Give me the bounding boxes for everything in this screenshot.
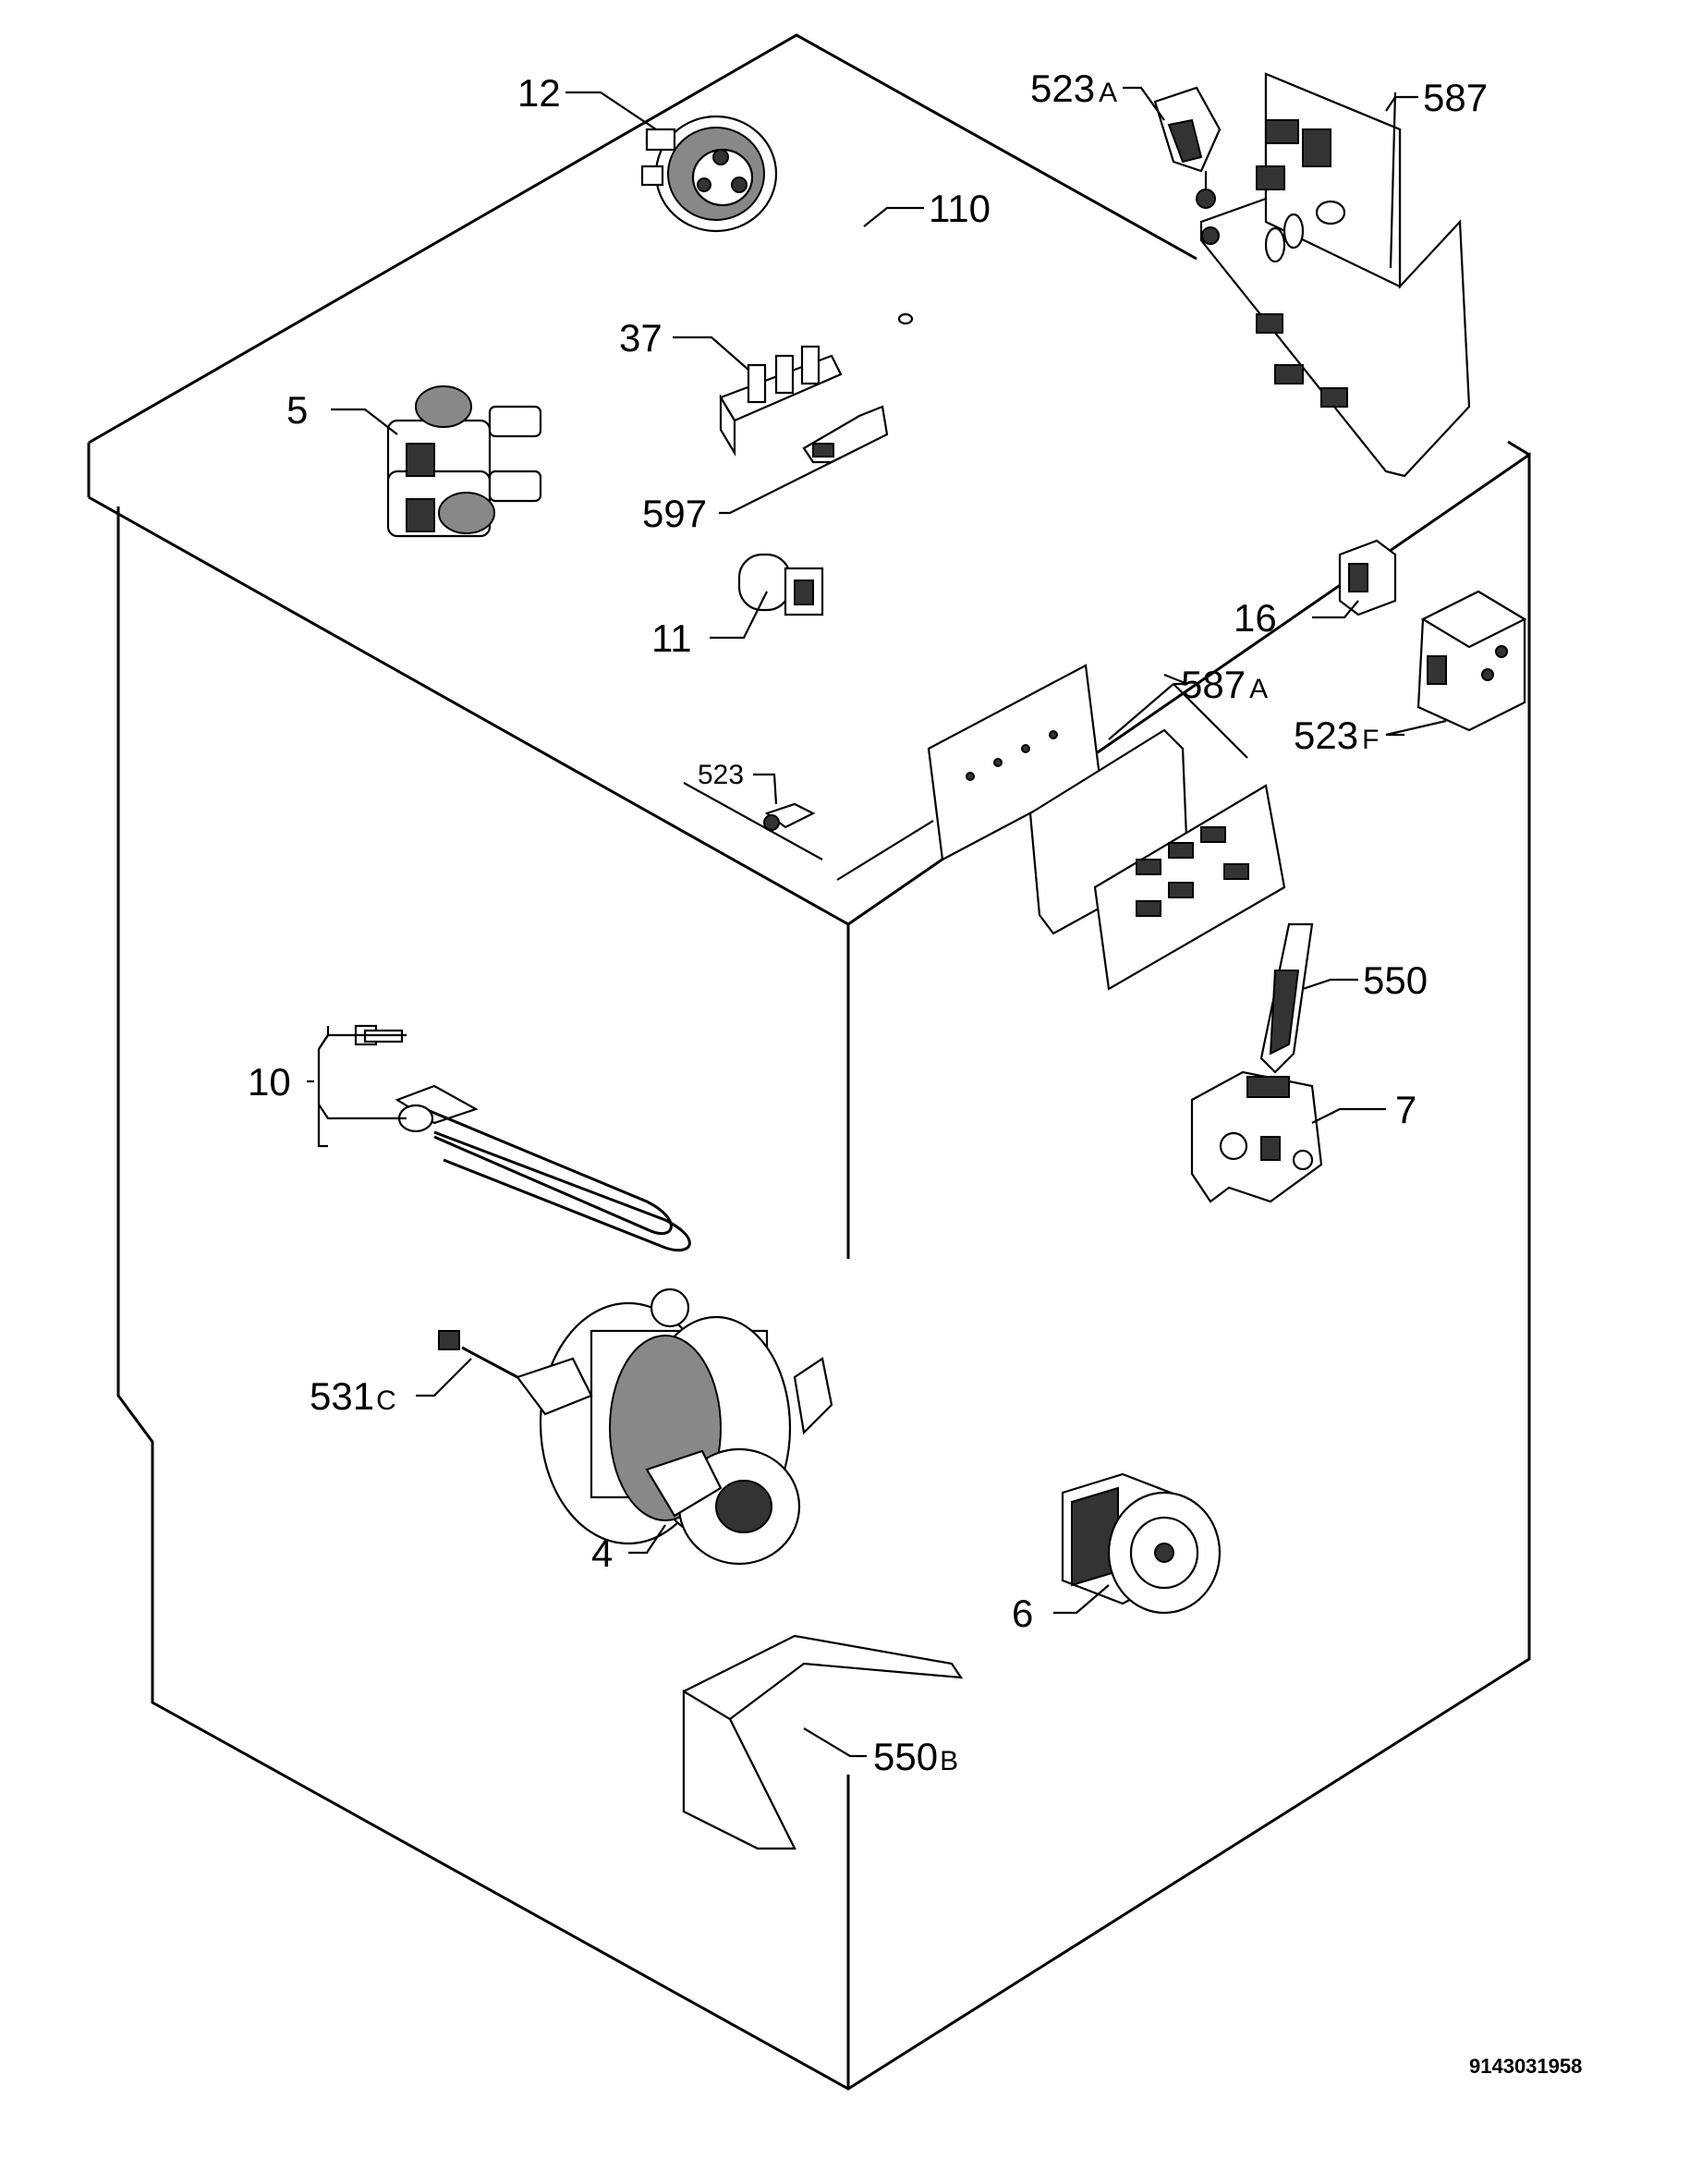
label-587: 587 bbox=[1423, 76, 1488, 119]
label-part: 587 bbox=[1181, 663, 1246, 706]
screw-part-531c bbox=[438, 1330, 518, 1379]
label-6: 6 bbox=[1012, 1592, 1033, 1635]
switch-part-523a bbox=[1153, 86, 1222, 209]
label-part: C bbox=[376, 1385, 396, 1416]
label-part: B bbox=[940, 1746, 958, 1776]
label-part: A bbox=[1249, 674, 1268, 704]
bracket-part-550b bbox=[682, 1634, 964, 1850]
label-7: 7 bbox=[1395, 1088, 1416, 1131]
pressure-switch-part-12 bbox=[640, 115, 778, 233]
motor-part-4 bbox=[516, 1287, 833, 1566]
clip-part-523 bbox=[763, 802, 816, 831]
capacitor-part-11 bbox=[737, 553, 824, 616]
label-523: 523 bbox=[698, 760, 744, 790]
label-part: 523 bbox=[1294, 714, 1358, 757]
label-part: F bbox=[1362, 725, 1379, 755]
motor-drive-part-7 bbox=[1190, 1070, 1323, 1203]
document-code: 9143031958 bbox=[1469, 2055, 1582, 2078]
switch-part-16 bbox=[1338, 539, 1397, 616]
label-part: 523 bbox=[1030, 67, 1095, 110]
pump-part-6 bbox=[1061, 1472, 1222, 1615]
clip-part-597 bbox=[802, 405, 889, 464]
control-board-part-587a bbox=[927, 664, 1286, 991]
label-5: 5 bbox=[286, 388, 308, 432]
label-37: 37 bbox=[619, 316, 663, 360]
label-part: 531 bbox=[310, 1374, 374, 1418]
label-10: 10 bbox=[248, 1060, 291, 1104]
label-16: 16 bbox=[1234, 596, 1277, 640]
label-12: 12 bbox=[517, 71, 561, 115]
water-valve-part-5 bbox=[386, 385, 542, 538]
label-597: 597 bbox=[642, 492, 707, 535]
label-110: 110 bbox=[929, 187, 991, 230]
label-550: 550 bbox=[1363, 958, 1428, 1002]
heating-element-part-10 bbox=[354, 1024, 691, 1252]
hose-part-110 bbox=[711, 99, 914, 325]
label-part: A bbox=[1099, 78, 1117, 108]
label-part: 550 bbox=[873, 1735, 938, 1778]
cabinet-outline bbox=[87, 33, 1531, 2091]
door-lock-part-523f bbox=[1416, 590, 1527, 732]
label-4: 4 bbox=[591, 1531, 613, 1575]
electronic-board-part-587 bbox=[1199, 72, 1471, 478]
label-531c: 531C bbox=[310, 1374, 396, 1418]
label-550b: 550B bbox=[873, 1735, 958, 1778]
sensor-part-550 bbox=[1259, 922, 1314, 1074]
terminal-block-part-37 bbox=[719, 345, 843, 457]
leader-lines bbox=[307, 86, 1447, 1758]
label-11: 11 bbox=[651, 616, 692, 660]
